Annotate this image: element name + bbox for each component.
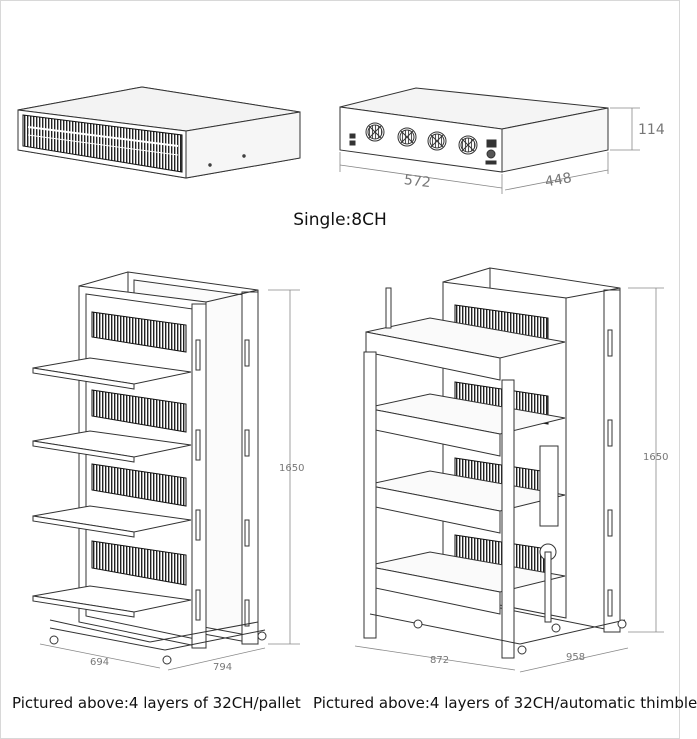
single-unit-rear xyxy=(339,87,609,173)
rack-left-width-label: 694 xyxy=(90,657,109,668)
rack-left xyxy=(32,271,267,665)
rack-left-depth-label: 794 xyxy=(213,662,232,673)
rack-right-height-label: 1650 xyxy=(643,452,668,463)
rack-left-caption: Pictured above:4 layers of 32CH/pallet xyxy=(12,694,301,712)
fan-icon xyxy=(397,127,417,147)
rack-right-caption: Pictured above:4 layers of 32CH/automati… xyxy=(313,694,697,712)
rack-right-width-label: 872 xyxy=(430,655,449,666)
single-width-label: 572 xyxy=(403,172,431,191)
rack-right-dimensions xyxy=(354,287,664,673)
single-unit-front xyxy=(17,86,301,179)
fan-icon xyxy=(365,122,385,142)
technical-drawing: 572 448 114 1650 694 794 1650 872 958 xyxy=(17,86,668,673)
single-height-label: 114 xyxy=(638,122,665,138)
fan-icon xyxy=(427,131,447,151)
rack-left-height-label: 1650 xyxy=(279,463,304,474)
power-switch-icon xyxy=(486,139,497,148)
rack-left-dimensions xyxy=(39,289,300,671)
single-depth-label: 448 xyxy=(544,170,573,190)
rack-right xyxy=(363,267,627,659)
single-unit-caption: Single:8CH xyxy=(293,210,387,230)
rack-right-depth-label: 958 xyxy=(566,652,585,663)
fan-icon xyxy=(458,135,478,155)
single-unit-dimensions xyxy=(339,107,640,194)
